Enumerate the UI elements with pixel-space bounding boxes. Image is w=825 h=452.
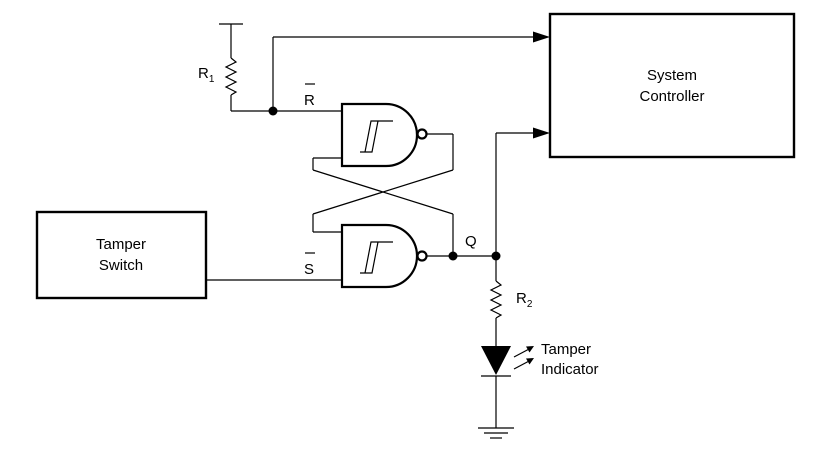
output-q-label: Q	[465, 233, 477, 250]
tamper-indicator-label-line1: Tamper	[541, 341, 591, 358]
nand-gate-bottom	[340, 223, 428, 289]
set-input-label: S	[304, 252, 315, 278]
tamper-switch-label-line1: Tamper	[96, 236, 146, 253]
resistor-r2: R2	[489, 280, 533, 319]
resistor-r1-label: R1	[198, 65, 215, 85]
inverter-bubble-bottom	[416, 250, 428, 262]
vcc-supply-symbol	[219, 23, 243, 58]
cross-coupling-wires	[312, 133, 454, 256]
system-controller-label-line2: Controller	[639, 88, 704, 105]
schmitt-trigger-icon	[360, 120, 393, 153]
arrowhead-icon	[533, 31, 550, 43]
inverter-bubble-top	[416, 128, 428, 140]
ground-icon	[478, 427, 514, 439]
svg-text:S: S	[304, 261, 314, 278]
system-controller-block: System Controller	[548, 12, 796, 159]
svg-text:R: R	[304, 92, 315, 109]
system-controller-label-line1: System	[647, 67, 697, 84]
schmitt-trigger-icon	[360, 241, 393, 274]
resistor-r1: R1	[198, 57, 238, 111]
q-node-dot-left	[448, 251, 458, 261]
arrowhead-icon	[533, 127, 550, 139]
tamper-indicator-label-line2: Indicator	[541, 361, 599, 378]
nand-gate-top	[340, 102, 428, 168]
reset-input-label: R	[304, 83, 315, 109]
resistor-r2-label: R2	[516, 290, 533, 310]
light-emission-arrows-icon	[513, 346, 534, 370]
tamper-switch-block: Tamper Switch	[35, 210, 208, 300]
tamper-indicator-led: Tamper Indicator	[481, 341, 599, 378]
tamper-switch-label-line2: Switch	[99, 257, 143, 274]
